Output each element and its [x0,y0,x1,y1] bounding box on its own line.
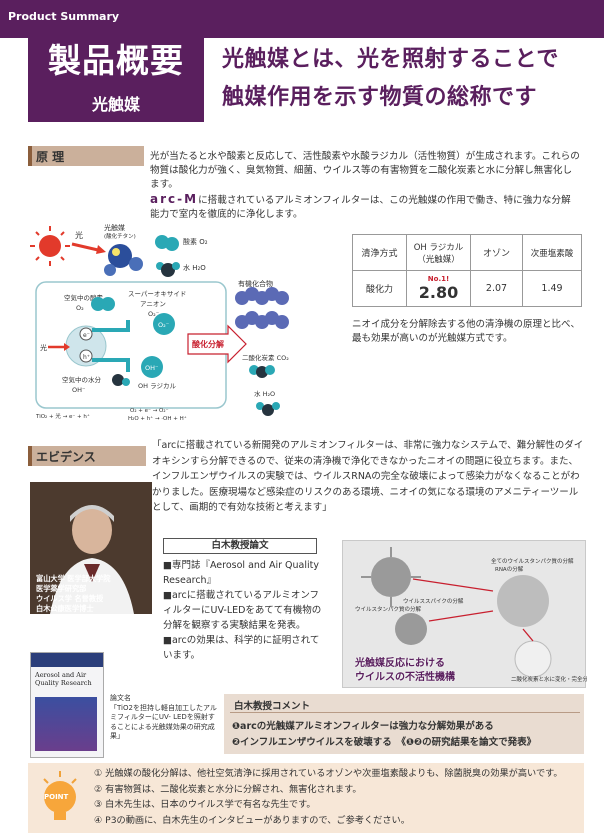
svg-text:二酸化炭素と水に変化・完全分解: 二酸化炭素と水に変化・完全分解 [511,675,587,683]
paper-box-title: 白木教授論文 [163,538,317,554]
diagram-light-label: 光 [75,230,83,240]
svg-text:酸素 O₂: 酸素 O₂ [183,237,208,246]
principle-paragraph-2: arc-Mに搭載されているアルミオンフィルターは、この光触媒の作用で働き、特に強… [150,192,571,220]
points-box: POINT ① 光触媒の酸化分解は、他社空気清浄に採用されているオゾンや次亜塩素… [28,763,584,833]
journal-caption: 論文名「TiO2を担持し軽自加工したアルミフィルターにUV- LEDを照射するこ… [110,694,217,740]
evidence-quote: 「arcに搭載されている新開発のアルミオンフィルターは、非常に強力なシステムで、… [152,440,584,513]
points-list: ① 光触媒の酸化分解は、他社空気清浄に採用されているオゾンや次亜塩素酸よりも、除… [94,766,578,828]
svg-text:ウイルスタンパク質の分解: ウイルスタンパク質の分解 [355,605,422,613]
table-note: ニオイ成分を分解除去する他の清浄機の原理と比べ、最も効果が高いのが光触媒方式です… [352,319,581,344]
table-row-label: 酸化力 [352,270,407,307]
svg-text:光触媒: 光触媒 [104,223,125,232]
no1-badge: No.1! [427,275,450,283]
svg-text:ウイルススパイクの分解: ウイルススパイクの分解 [403,597,464,605]
table-cell-ozone: 2.07 [470,270,523,307]
table-cell-hypochlorous: 1.49 [522,270,582,307]
table-header-ozone: オゾン [470,234,523,271]
svg-text:スーパーオキサイド: スーパーオキサイド [128,290,186,298]
headline-line-2: 触媒作用を示す物質の総称です [222,85,538,110]
svg-text:空気中の水分: 空気中の水分 [62,375,102,384]
svg-text:O₂ + e⁻ → O₂⁻: O₂ + e⁻ → O₂⁻ [130,408,169,414]
svg-text:水 H₂O: 水 H₂O [254,389,275,398]
headline-line-1: 光触媒とは、光を照射することで [222,47,559,72]
svg-text:アニオン: アニオン [140,300,166,308]
table-header-hypochlorous: 次亜塩素酸 [522,234,582,271]
page-subtitle: 光触媒 [91,95,140,114]
paper-items: ■専門誌『Aerosol and Air Quality Research』 ■… [163,558,323,663]
svg-text:酸化分解: 酸化分解 [192,339,224,349]
svg-text:水 H₂O: 水 H₂O [183,263,206,272]
table-cell-oh-radical: No.1! 2.80 [406,270,471,307]
paper-item: ■arcに搭載されているアルミオンフィルターにUV-LEDをあてて有機物の分解を… [163,590,322,631]
svg-text:O₂: O₂ [76,304,84,312]
svg-text:H₂O + h⁺ → ·OH + H⁺: H₂O + h⁺ → ·OH + H⁺ [128,415,187,422]
table-header-method: 清浄方式 [352,234,407,271]
svg-text:OH⁻: OH⁻ [145,364,158,372]
section-principle: 原 理 [28,146,144,166]
svg-text:OH⁻: OH⁻ [72,386,85,394]
sun-icon [30,226,70,266]
lightbulb-icon: POINT [38,769,82,825]
professor-comment-box: 白木教授コメント ❶arcの光触媒アルミオンフィルターは強力な分解効果がある ❷… [224,694,584,754]
svg-text:二酸化炭素 CO₂: 二酸化炭素 CO₂ [242,353,289,362]
professor-photo: 富山大学 医学部大学院医学薬学研究部ウイルス学 名誉教授白木公康医学博士 [30,482,152,614]
svg-text:O₂⁻: O₂⁻ [148,310,159,318]
brand-logo: arc-M [150,192,199,206]
point-item: ① 光触媒の酸化分解は、他社空気清浄に採用されているオゾンや次亜塩素酸よりも、除… [94,768,563,779]
section-principle-label: 原 理 [36,150,65,164]
page-title: 製品概要 [48,41,184,80]
table-header-oh-radical: OH ラジカル （光触媒） [406,234,471,271]
svg-text:OH ラジカル: OH ラジカル [138,382,176,390]
paper-item: ■専門誌『Aerosol and Air Quality Research』 [163,560,319,586]
principle-paragraph-1: 光が当たると水や酸素と反応して、活性酸素や水酸ラジカル（活性物質）が生成されます… [150,151,580,190]
svg-text:e⁻: e⁻ [83,332,90,339]
point-item: ④ P3の動画に、白木先生のインタビューがありますので、ご参考ください。 [94,814,410,826]
micro-caption: 光触媒反応におけるウイルスの不活性機構 [355,658,455,683]
title-box: 製品概要 光触媒 [28,28,204,122]
svg-text:TiO₂ + 光 → e⁻ + h⁺: TiO₂ + 光 → e⁻ + h⁺ [35,412,90,420]
svg-text:有機化合物: 有機化合物 [238,279,273,288]
product-summary-label: Product Summary [8,10,120,23]
comment-1: ❶arcの光触媒アルミオンフィルターは強力な分解効果がある [232,721,494,732]
comment-2: ❷インフルエンザウイルスを破壊する 《❶❷の研究結果を論文で発表》 [232,737,537,748]
svg-text:全てのウイルスタンパク質の分解: 全てのウイルスタンパク質の分解 [491,557,574,565]
comment-title: 白木教授コメント [234,701,311,712]
virus-microscopy-figure: 全てのウイルスタンパク質の分解 RNAの分解 ウイルススパイクの分解 ウイルスタ… [342,540,594,688]
paper-item: ■arcの効果は、科学的に証明されています。 [163,635,320,661]
svg-text:RNAの分解: RNAの分解 [495,565,524,573]
point-badge: POINT [44,793,69,801]
svg-text:(酸化チタン): (酸化チタン) [104,232,136,240]
svg-text:光: 光 [40,343,47,352]
section-evidence: エビデンス [28,446,146,466]
journal-cover: Aerosol and Air Quality Research [30,652,104,758]
oxidizing-power-table: 清浄方式 OH ラジカル （光触媒） オゾン 次亜塩素酸 酸化力 No.1! 2… [352,234,582,307]
svg-text:h⁺: h⁺ [83,354,90,361]
svg-text:O₂⁻: O₂⁻ [158,321,169,329]
point-item: ③ 白木先生は、日本のウイルス学で有名な先生です。 [94,799,316,810]
photocatalyst-diagram: 光 光触媒 (酸化チタン) 酸素 O₂ 水 H₂O 空気中の酸素 O₂ スーパー… [30,223,289,422]
svg-text:空気中の酸素: 空気中の酸素 [64,293,104,302]
section-evidence-label: エビデンス [36,450,96,464]
professor-profile: 富山大学 医学部大学院医学薬学研究部ウイルス学 名誉教授白木公康医学博士 [36,574,111,613]
point-item: ② 有害物質は、二酸化炭素と水分に分解され、無害化されます。 [94,783,362,795]
journal-title: Aerosol and Air Quality Research [35,671,92,687]
